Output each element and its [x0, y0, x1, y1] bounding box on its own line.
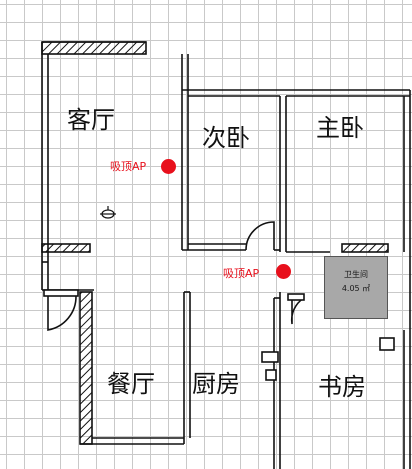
- ap-marker-hallway: [276, 264, 291, 279]
- bathroom: 卫生间 4.05 ㎡: [324, 256, 388, 319]
- window-left: [41, 243, 91, 253]
- bathroom-area: 4.05 ㎡: [341, 284, 371, 293]
- room-label-study: 书房: [318, 373, 366, 401]
- ap-label-hallway: 吸顶AP: [223, 267, 260, 280]
- ap-label-living: 吸顶AP: [110, 160, 147, 173]
- room-label-dining: 餐厅: [107, 370, 155, 398]
- door-entrance: [47, 295, 77, 331]
- door-study: [290, 297, 305, 325]
- window-top: [41, 41, 147, 55]
- study-fixture: [379, 337, 395, 351]
- room-label-kitchen: 厨房: [192, 370, 240, 398]
- ap-marker-living: [161, 159, 176, 174]
- door-bedroom2: [245, 221, 275, 251]
- room-label-second-bedroom: 次卧: [202, 124, 250, 152]
- room-label-master-bedroom: 主卧: [316, 114, 364, 142]
- room-label-living: 客厅: [67, 106, 115, 134]
- ceiling-light-icon: [100, 206, 116, 219]
- wall-dining-left: [79, 291, 93, 445]
- bathroom-name: 卫生间: [344, 270, 368, 279]
- kitchen-sink: [261, 351, 279, 363]
- window-bathroom: [341, 243, 389, 253]
